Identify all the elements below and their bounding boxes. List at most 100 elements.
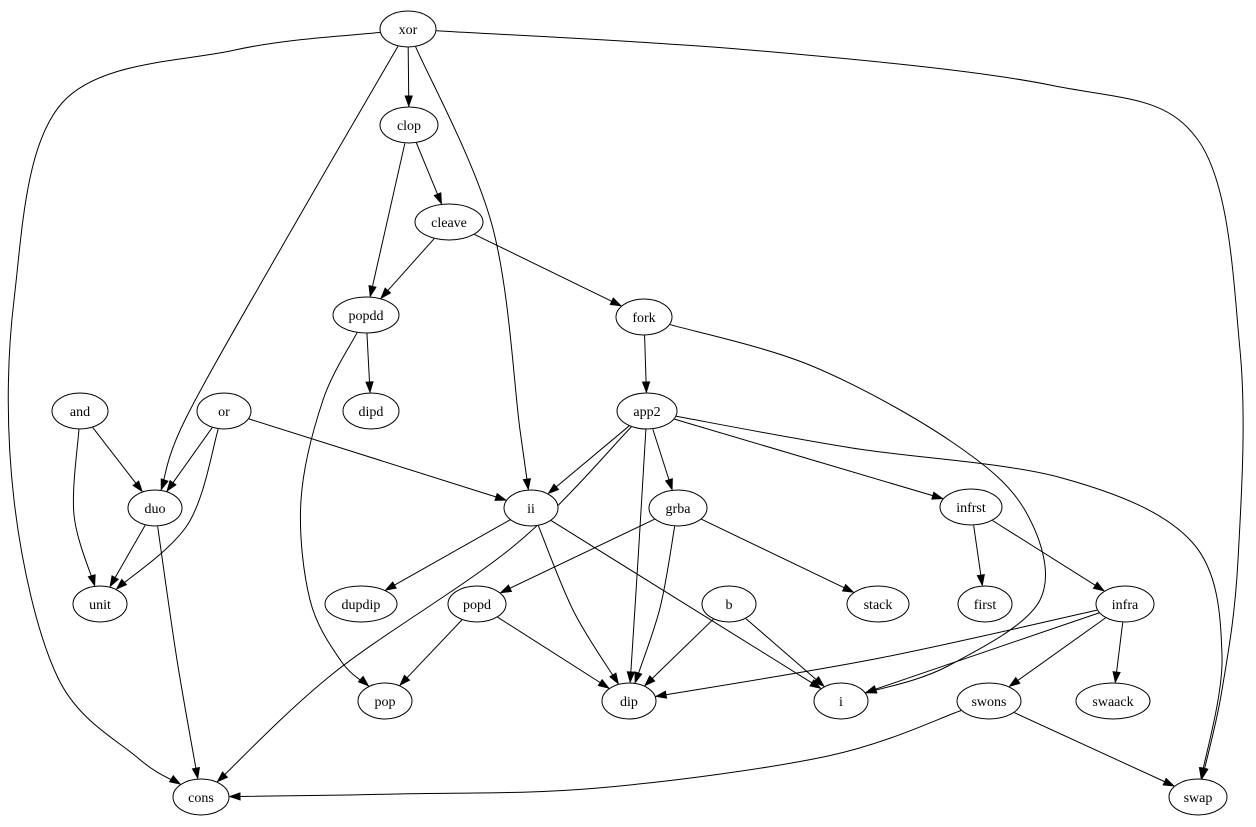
graph-node-popdd: popdd	[332, 296, 400, 334]
node-ellipse-cons	[172, 778, 230, 816]
edge-popd-pop	[400, 619, 463, 685]
edge-ii-i	[550, 520, 820, 689]
node-ellipse-first	[957, 585, 1013, 623]
edge-swons-cons	[230, 710, 962, 797]
edge-fork-i	[669, 324, 1046, 693]
graph-node-swons: swons	[956, 682, 1022, 720]
edge-xor-ii	[415, 46, 529, 489]
edge-infra-i	[866, 612, 1100, 693]
edge-duo-unit	[110, 525, 146, 586]
node-label-infra: infra	[1112, 598, 1139, 613]
graph-node-cons: cons	[172, 778, 230, 816]
node-label-app2: app2	[633, 405, 660, 420]
graph-node-dipd: dipd	[342, 392, 400, 430]
node-label-dipd: dipd	[359, 405, 384, 420]
node-ellipse-swap	[1168, 778, 1228, 816]
edge-cleave-popdd	[381, 238, 435, 298]
graph-node-cleave: cleave	[414, 203, 484, 241]
graph-node-infrst: infrst	[939, 488, 1003, 526]
node-label-first: first	[974, 598, 997, 613]
graph-node-pop: pop	[357, 682, 413, 720]
node-ellipse-pop	[357, 682, 413, 720]
node-label-unit: unit	[89, 598, 111, 613]
node-label-cleave: cleave	[431, 216, 467, 231]
node-ellipse-ii	[503, 489, 559, 527]
node-label-infrst: infrst	[956, 501, 986, 516]
node-ellipse-infra	[1095, 585, 1155, 623]
edge-popd-dip	[497, 616, 609, 688]
edge-grba-popd	[501, 518, 655, 592]
node-ellipse-and	[51, 392, 109, 430]
node-ellipse-fork	[615, 298, 673, 336]
node-label-xor: xor	[399, 23, 418, 38]
graph-node-stack: stack	[846, 585, 910, 623]
graph-node-duo: duo	[127, 489, 183, 527]
node-ellipse-dupdip	[324, 585, 398, 623]
node-ellipse-i	[813, 682, 869, 720]
edge-clop-cleave	[415, 142, 441, 204]
node-ellipse-popd	[447, 585, 507, 623]
edge-app2-ii	[549, 425, 630, 493]
edges-layer	[7, 30, 1244, 797]
node-ellipse-clop	[379, 106, 439, 144]
graph-node-grba: grba	[648, 489, 708, 527]
edge-grba-dip	[635, 526, 676, 682]
graph-node-dupdip: dupdip	[324, 585, 398, 623]
graph-node-first: first	[957, 585, 1013, 623]
node-ellipse-infrst	[939, 488, 1003, 526]
edge-xor-duo	[161, 46, 399, 489]
node-label-popdd: popdd	[349, 309, 384, 324]
graph-node-b: b	[701, 585, 757, 623]
node-label-or: or	[218, 405, 230, 420]
node-ellipse-cleave	[414, 203, 484, 241]
edge-infrst-first	[973, 525, 983, 585]
graph-node-fork: fork	[615, 298, 673, 336]
edge-xor-cons	[7, 31, 381, 784]
graph-node-or: or	[196, 392, 252, 430]
edge-clop-popdd	[370, 143, 406, 296]
node-ellipse-swaack	[1075, 682, 1151, 720]
edge-or-duo	[167, 427, 213, 491]
node-label-swons: swons	[971, 695, 1006, 710]
node-ellipse-xor	[379, 10, 437, 48]
graph-node-and: and	[51, 392, 109, 430]
edge-infra-swons	[1010, 617, 1106, 686]
edge-app2-dip	[630, 429, 647, 682]
graph-node-unit: unit	[72, 585, 128, 623]
edge-ii-dupdip	[386, 519, 511, 590]
edge-or-unit	[117, 428, 219, 589]
node-label-i: i	[839, 695, 843, 710]
node-label-fork: fork	[632, 311, 655, 326]
edge-and-duo	[92, 427, 142, 492]
node-ellipse-or	[196, 392, 252, 430]
edge-duo-cons	[157, 526, 198, 778]
edge-and-unit	[72, 429, 94, 585]
node-label-duo: duo	[145, 502, 166, 517]
edge-xor-clop	[408, 47, 409, 106]
node-label-dip: dip	[620, 695, 638, 710]
graph-node-popd: popd	[447, 585, 507, 623]
edge-cleave-fork	[474, 233, 620, 305]
node-label-pop: pop	[375, 695, 396, 710]
graph-node-infra: infra	[1095, 585, 1155, 623]
node-ellipse-grba	[648, 489, 708, 527]
node-ellipse-dip	[601, 682, 657, 720]
node-label-popd: popd	[463, 598, 491, 613]
node-label-stack: stack	[864, 598, 893, 613]
edge-ii-dip	[537, 525, 618, 684]
node-label-cons: cons	[188, 791, 214, 806]
edge-app2-infrst	[674, 418, 942, 498]
node-ellipse-swons	[956, 682, 1022, 720]
graph-node-app2: app2	[616, 392, 678, 430]
edge-app2-grba	[652, 429, 672, 489]
node-label-dupdip: dupdip	[342, 598, 381, 613]
graph-node-ii: ii	[503, 489, 559, 527]
node-ellipse-b	[701, 585, 757, 623]
graph-node-swaack: swaack	[1075, 682, 1151, 720]
node-ellipse-stack	[846, 585, 910, 623]
node-label-ii: ii	[527, 502, 535, 517]
graph-node-swap: swap	[1168, 778, 1228, 816]
